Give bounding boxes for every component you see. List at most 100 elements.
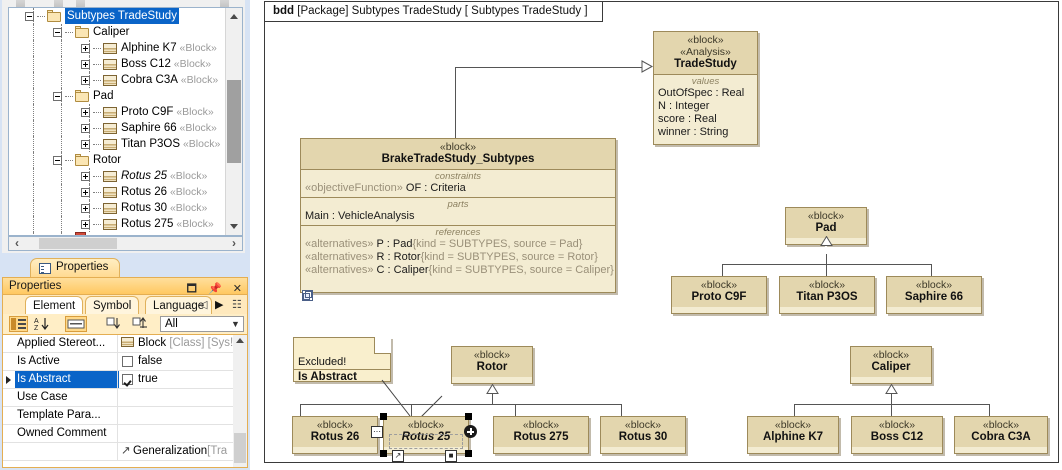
expand-icon[interactable]	[81, 172, 90, 181]
toolbar-icon-2[interactable]	[54, 0, 63, 7]
checkbox-icon[interactable]	[122, 356, 133, 367]
expand-all-icon[interactable]	[106, 316, 125, 332]
resize-handle-se[interactable]	[465, 450, 472, 457]
tree-node-label[interactable]: Titan P3OS «Block»	[121, 136, 220, 152]
scroll-left-arrow[interactable]: ‹	[15, 236, 19, 250]
properties-grid[interactable]: Applied Stereot...Block [Class] [Sys!Is …	[2, 334, 248, 468]
tree-toolbar[interactable]	[2, 0, 245, 7]
tree-node-label[interactable]: Pad	[93, 88, 113, 104]
tree-node-proto-c9f[interactable]: Proto C9F «Block»	[9, 104, 227, 120]
diagram-canvas[interactable]: bdd [Package] Subtypes TradeStudy [ Subt…	[258, 0, 1062, 470]
edit-shortcut-button[interactable]: ↗	[392, 450, 404, 462]
property-value[interactable]: true	[138, 373, 158, 385]
grid-scroll-up-icon[interactable]	[236, 338, 244, 343]
expand-icon[interactable]	[81, 108, 90, 117]
tree-vertical-scrollbar[interactable]	[225, 8, 242, 235]
toolbar-icon-3[interactable]	[76, 0, 85, 7]
note-excluded[interactable]: Excluded! Is Abstract	[293, 337, 391, 383]
hscrollbar-thumb[interactable]	[39, 238, 117, 249]
expand-icon[interactable]	[81, 76, 90, 85]
tree-horizontal-scrollbar[interactable]: ‹ ›	[8, 236, 243, 251]
tab-menu-icon[interactable]: ☷	[232, 299, 242, 311]
prev-tab-icon[interactable]: ◁	[199, 299, 208, 311]
block-alphine-k7[interactable]: «block» Alphine K7	[747, 416, 839, 454]
block-titan-p3os[interactable]: «block» Titan P3OS	[779, 276, 875, 314]
properties-panel-tab[interactable]: Properties	[30, 258, 120, 278]
toolbar-icon-1[interactable]	[16, 0, 25, 7]
tab-language[interactable]: Language	[145, 296, 213, 315]
tree-node-caliper[interactable]: Caliper	[9, 24, 227, 40]
diagram-indicator-icon[interactable]	[302, 290, 313, 301]
stop-resize-button[interactable]: ■	[445, 450, 457, 462]
tree-node-titan-p3os[interactable]: Titan P3OS «Block»	[9, 136, 227, 152]
tree-node-label[interactable]: Rotus 25 «Block»	[121, 168, 207, 184]
property-row[interactable]: Applied Stereot...Block [Class] [Sys!	[3, 335, 247, 353]
properties-rows[interactable]: Applied Stereot...Block [Class] [Sys!Is …	[3, 335, 247, 461]
block-saphire-66[interactable]: «block» Saphire 66	[886, 276, 982, 314]
tree-node-label[interactable]: Rotus 26 «Block»	[121, 184, 207, 200]
toolbar-icon-4[interactable]	[220, 0, 229, 7]
pin-icon[interactable]: 📌	[208, 283, 222, 295]
tree-node-rotus-275[interactable]: Rotus 275 «Block»	[9, 216, 227, 232]
tree-node-label[interactable]: Cobra C3A «Block»	[121, 72, 218, 88]
resize-handle-sw[interactable]	[380, 450, 387, 457]
tree-node-label[interactable]: Rotus 30 «Block»	[121, 200, 207, 216]
property-row[interactable]: Owned Comment	[3, 425, 247, 443]
block-rotus-26[interactable]: «block» Rotus 26	[292, 416, 378, 454]
tree-node-label[interactable]: Subtypes TradeStudy	[65, 8, 179, 24]
group-by-icon[interactable]	[9, 316, 28, 332]
property-value[interactable]: false	[138, 355, 163, 367]
properties-grid-scrollbar[interactable]	[233, 335, 247, 467]
tree-node-pad[interactable]: Pad	[9, 88, 227, 104]
collapse-all-icon[interactable]	[132, 316, 151, 332]
tree-node-label[interactable]: Rotus 275 «Block»	[121, 216, 214, 232]
tree-node-rotus-26[interactable]: Rotus 26 «Block»	[9, 184, 227, 200]
block-rotor[interactable]: «block» Rotor	[451, 346, 533, 384]
scroll-right-arrow[interactable]: ›	[232, 236, 236, 250]
collapse-icon[interactable]	[25, 12, 34, 21]
close-icon[interactable]: ✕	[232, 283, 242, 295]
property-value[interactable]: ↗Generalization[Tra	[121, 443, 227, 460]
tree-node-label[interactable]: Saphire 66 «Block»	[121, 120, 217, 136]
expand-icon[interactable]	[81, 124, 90, 133]
block-cobra-c3a[interactable]: «block» Cobra C3A	[954, 416, 1048, 454]
expand-icon[interactable]	[81, 60, 90, 69]
expand-icon[interactable]	[81, 140, 90, 149]
tab-element[interactable]: Element	[25, 296, 84, 315]
block-rotus-30[interactable]: «block» Rotus 30	[600, 416, 686, 454]
scroll-down-arrow[interactable]	[226, 218, 242, 235]
grid-scrollbar-thumb[interactable]	[234, 433, 246, 463]
show-description-icon[interactable]	[65, 316, 87, 332]
tree-node-rotus-25[interactable]: Rotus 25 «Block»	[9, 168, 227, 184]
collapse-icon[interactable]	[53, 28, 62, 37]
tree-node-label[interactable]: Alphine K7 «Block»	[121, 40, 217, 56]
property-row[interactable]: Use Case	[3, 389, 247, 407]
restore-icon[interactable]: 🗖	[186, 283, 197, 295]
expand-icon[interactable]	[81, 188, 90, 197]
block-boss-c12[interactable]: «block» Boss C12	[851, 416, 943, 454]
block-proto-c9f[interactable]: «block» Proto C9F	[671, 276, 767, 314]
tree-node-saphire-66[interactable]: Saphire 66 «Block»	[9, 120, 227, 136]
tab-symbol[interactable]: Symbol	[85, 296, 140, 315]
tree-node-alphine-k7[interactable]: Alphine K7 «Block»	[9, 40, 227, 56]
properties-filter-select[interactable]: All ▼	[160, 316, 244, 332]
resize-handle-ne[interactable]	[465, 413, 472, 420]
collapse-icon[interactable]	[53, 156, 62, 165]
tree-node-label[interactable]: Rotor	[93, 152, 121, 168]
tree-node-label[interactable]: Caliper	[93, 24, 129, 40]
chevron-down-icon[interactable]: ▼	[231, 319, 240, 329]
property-row[interactable]: Template Para...	[3, 407, 247, 425]
resize-handle-nw[interactable]	[380, 413, 387, 420]
expand-icon[interactable]	[81, 44, 90, 53]
expand-icon[interactable]	[81, 220, 90, 229]
block-trade-study[interactable]: «block» «Analysis» TradeStudy values Out…	[653, 31, 758, 145]
tree-node-subtypes-tradestudy[interactable]: Subtypes TradeStudy	[9, 8, 227, 24]
quick-add-button[interactable]	[464, 425, 477, 438]
tree-node-boss-c12[interactable]: Boss C12 «Block»	[9, 56, 227, 72]
tree-node-partial[interactable]	[9, 232, 227, 235]
block-rotus-275[interactable]: «block» Rotus 275	[493, 416, 589, 454]
